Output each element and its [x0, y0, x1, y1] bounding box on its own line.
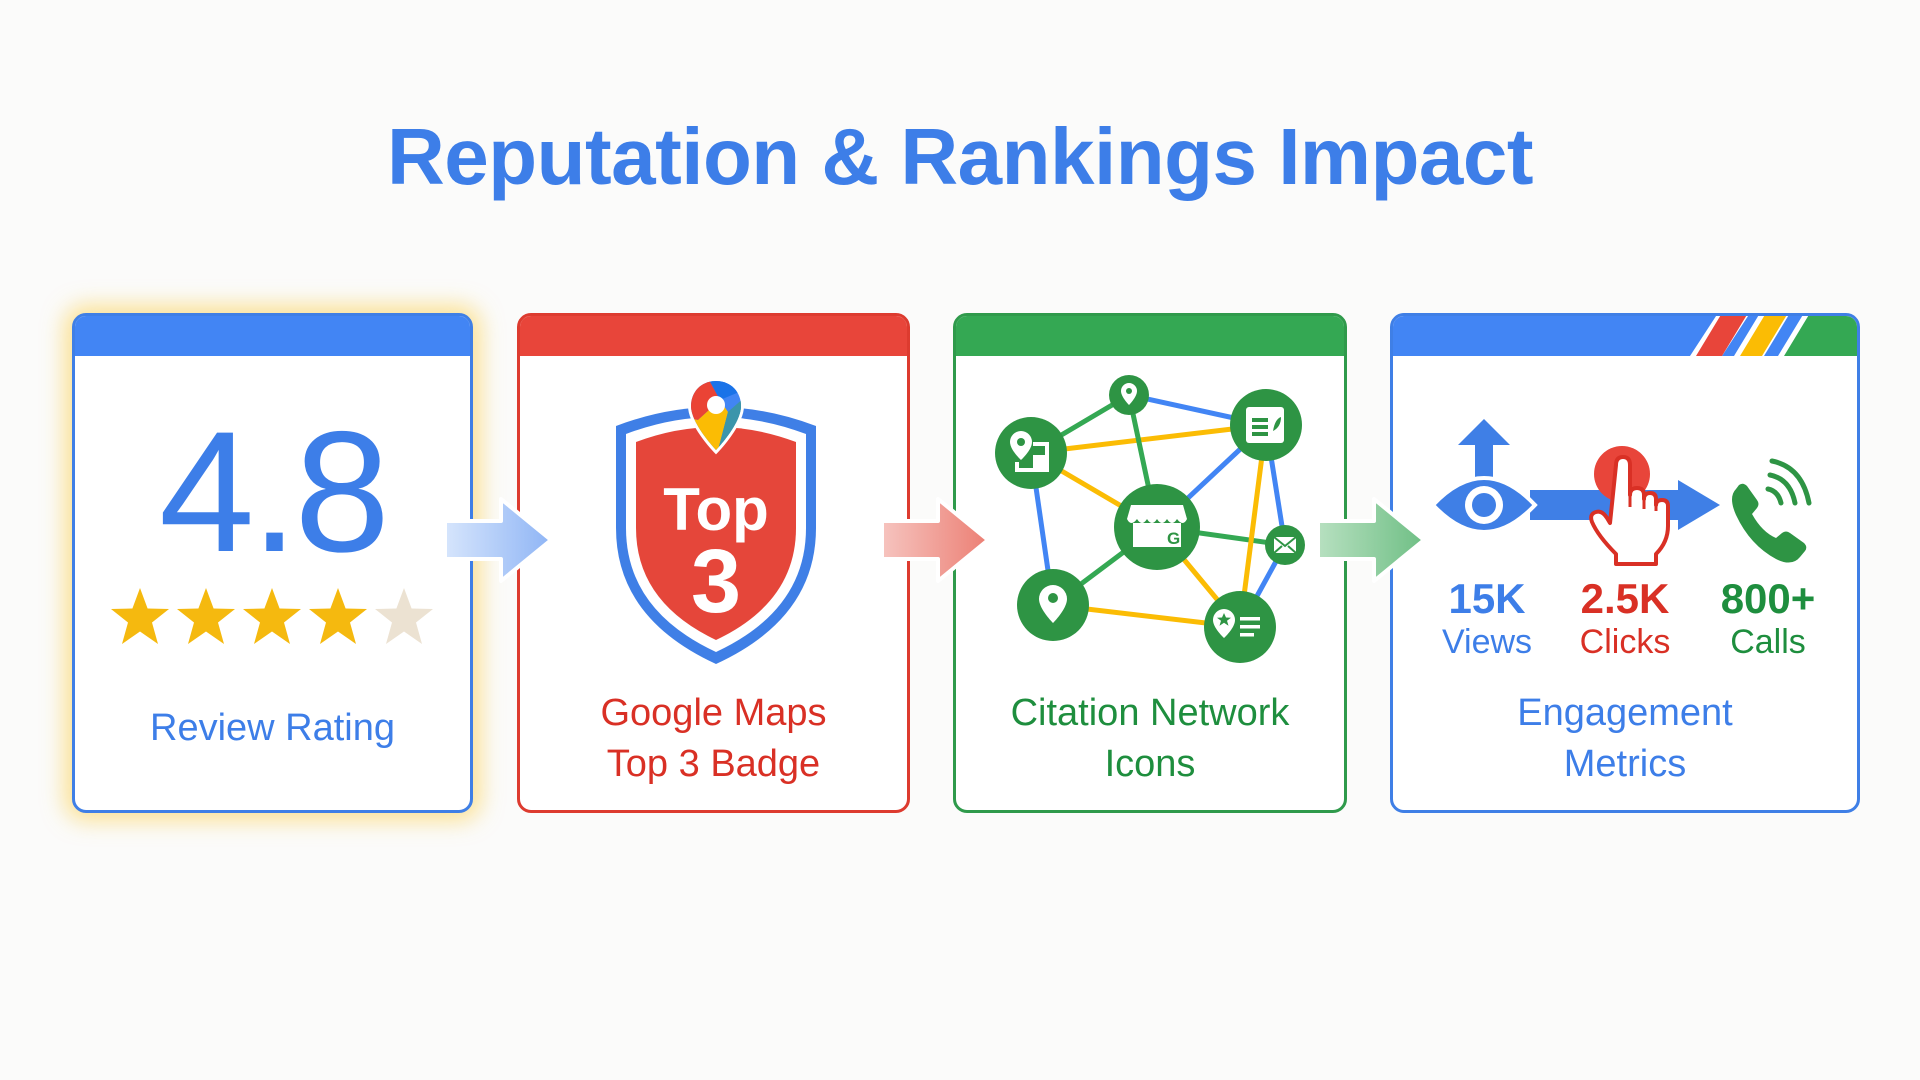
- up-arrow-icon: [1458, 419, 1510, 478]
- metric-views-label: Views: [1441, 623, 1533, 661]
- hand-click-icon: [1589, 455, 1670, 566]
- google-color-stripes: [1690, 316, 1857, 356]
- svg-text:G: G: [1167, 529, 1180, 548]
- metric-views-value: 15K: [1448, 575, 1526, 622]
- citation-network-graph: G: [956, 316, 1344, 693]
- phone-icon: [1732, 458, 1812, 563]
- flow-arrow-3-icon: [1316, 497, 1428, 583]
- engagement-flow-graphic: [1393, 316, 1857, 573]
- google-maps-pin-icon: [688, 378, 744, 456]
- metric-calls-value: 800+: [1720, 575, 1816, 622]
- badge-top-text: Top: [663, 476, 769, 543]
- card-engagement-metrics: 15K Views 2.5K Clicks 800+ Calls Engagem…: [1390, 313, 1860, 813]
- eye-icon: [1430, 476, 1538, 534]
- card-header-bar: [520, 316, 907, 356]
- star-icon: [177, 588, 235, 644]
- top3-shield-badge: Top 3: [608, 378, 824, 668]
- card-header-bar: [956, 316, 1344, 356]
- card-caption-line-2: Metrics: [1563, 743, 1687, 785]
- star-icon: [243, 588, 301, 644]
- mail-icon: [1265, 525, 1305, 565]
- starred-listing-icon: [1204, 591, 1276, 663]
- location-pin-icon: [1109, 375, 1149, 415]
- google-business-store-icon: G: [1114, 484, 1200, 570]
- card-maps-top3: Top 3 Google Maps Top 3 Badge: [517, 313, 910, 813]
- metric-calls-label: Calls: [1730, 623, 1806, 661]
- card-caption-line-1: Citation Network: [1010, 692, 1290, 734]
- card-review-rating: 4.8 Review Rating: [72, 313, 473, 813]
- star-rating: [110, 586, 440, 648]
- document-icon: [1230, 389, 1302, 461]
- card-caption-line-1: Google Maps: [600, 692, 827, 734]
- badge-rank-number: 3: [690, 532, 742, 632]
- card-caption-line-2: Icons: [1104, 743, 1196, 785]
- metric-clicks-value: 2.5K: [1580, 575, 1670, 622]
- card-caption-line-2: Top 3 Badge: [606, 743, 821, 785]
- card-citation-network: G C: [953, 313, 1347, 813]
- flow-arrow-1-icon: [443, 497, 555, 583]
- rating-value: 4.8: [158, 396, 390, 588]
- page-title: Reputation & Rankings Impact: [386, 112, 1534, 201]
- partial-star-icon: [375, 588, 433, 644]
- map-listing-icon: [995, 417, 1067, 489]
- star-icon: [309, 588, 367, 644]
- metric-clicks-label: Clicks: [1579, 623, 1671, 661]
- card-caption: Review Rating: [150, 707, 395, 749]
- flow-arrow-2-icon: [880, 497, 992, 583]
- card-header-bar: [75, 316, 470, 356]
- card-caption-line-1: Engagement: [1517, 692, 1733, 734]
- location-pin-icon: [1017, 569, 1089, 641]
- star-icon: [111, 588, 169, 644]
